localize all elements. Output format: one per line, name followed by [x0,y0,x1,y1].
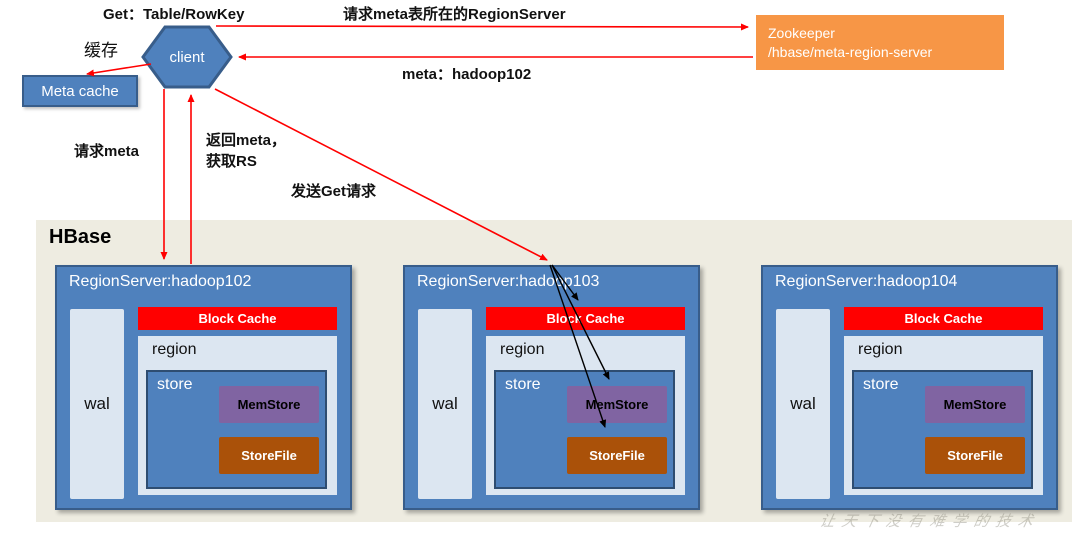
client-label: client [169,48,205,66]
storefile-box: StoreFile [925,437,1025,474]
watermark: 让天下没有难学的技术 [817,512,1042,530]
label-request-meta: 请求meta [74,143,140,160]
store-box: store MemStore StoreFile [146,370,327,489]
wal-box: wal [776,309,830,499]
regionserver-hadoop104: RegionServer:hadoop104 wal Block Cache r… [761,265,1058,510]
label-return-meta-line1: 返回meta， [206,132,287,149]
label-return-meta: 返回meta， 获取RS [206,130,316,172]
block-cache-box: Block Cache [486,307,685,330]
memstore-box: MemStore [219,386,319,423]
region-box: region store MemStore StoreFile [138,336,337,495]
store-box: store MemStore StoreFile [852,370,1033,489]
region-box: region store MemStore StoreFile [486,336,685,495]
zookeeper-znode-path: /hbase/meta-region-server [768,43,933,60]
hbase-title: HBase [49,226,112,248]
zookeeper-title: Zookeeper [768,24,835,41]
client-node: client [141,25,233,89]
memstore-box: MemStore [567,386,667,423]
label-ask-meta-regionserver: 请求meta表所在的RegionServer [343,6,566,23]
regionserver-title: RegionServer:hadoop103 [417,273,600,290]
regionserver-title: RegionServer:hadoop102 [69,273,252,290]
hbase-container: HBase RegionServer:hadoop102 wal Block C… [36,220,1072,522]
storefile-box: StoreFile [219,437,319,474]
store-label: store [863,376,899,393]
store-label: store [505,376,541,393]
label-return-meta-line2: 获取RS [206,153,257,170]
wal-box: wal [418,309,472,499]
regionserver-hadoop102: RegionServer:hadoop102 wal Block Cache r… [55,265,352,510]
regionserver-hadoop103: RegionServer:hadoop103 wal Block Cache r… [403,265,700,510]
label-meta-result: meta：hadoop102 [402,66,532,83]
region-label: region [152,341,197,358]
client-hexagon-shape [141,25,233,89]
zookeeper-box: Zookeeper /hbase/meta-region-server [756,15,1004,70]
block-cache-box: Block Cache [138,307,337,330]
label-cache: 缓存 [84,41,118,60]
arrow-client-to-zookeeper [215,23,749,31]
region-label: region [500,341,545,358]
region-label: region [858,341,903,358]
region-box: region store MemStore StoreFile [844,336,1043,495]
label-get-request: Get：Table/RowKey [103,6,245,23]
block-cache-box: Block Cache [844,307,1043,330]
store-box: store MemStore StoreFile [494,370,675,489]
wal-box: wal [70,309,124,499]
meta-cache-box: Meta cache [22,75,138,107]
memstore-box: MemStore [925,386,1025,423]
storefile-box: StoreFile [567,437,667,474]
regionserver-title: RegionServer:hadoop104 [775,273,958,290]
label-send-get-request: 发送Get请求 [291,183,377,200]
store-label: store [157,376,193,393]
